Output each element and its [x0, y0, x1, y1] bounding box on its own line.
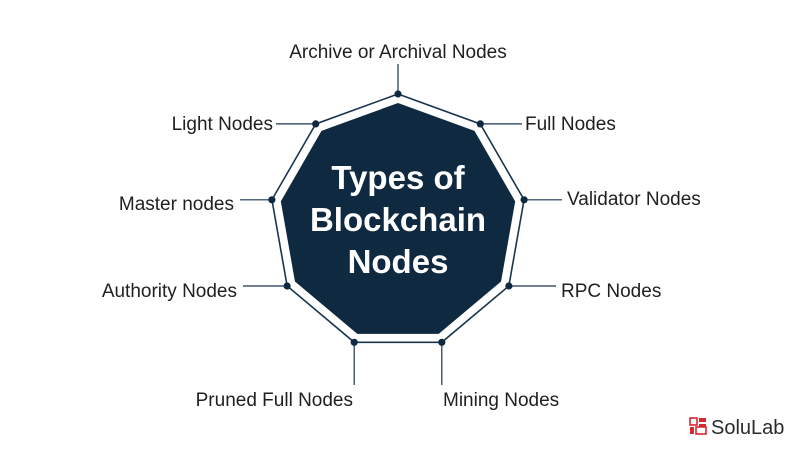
solulab-logo-icon — [689, 417, 707, 435]
diagram-title-line-3: Nodes — [348, 243, 449, 280]
diagram-title-line-1: Types of — [331, 159, 465, 196]
node-label-full: Full Nodes — [525, 114, 616, 135]
vertex-dot-full — [476, 120, 484, 128]
connectors — [240, 64, 562, 385]
vertex-dot-validator — [520, 196, 528, 204]
node-label-archive: Archive or Archival Nodes — [289, 42, 507, 63]
diagram-title-line-2: Blockchain — [310, 201, 486, 238]
brand-name: SoluLab — [711, 417, 784, 439]
node-label-light: Light Nodes — [172, 114, 273, 135]
node-label-authority: Authority Nodes — [102, 281, 237, 302]
node-label-master: Master nodes — [119, 194, 234, 215]
node-label-validator: Validator Nodes — [567, 189, 701, 210]
vertex-dot-rpc — [505, 282, 513, 290]
node-label-rpc: RPC Nodes — [561, 281, 661, 302]
vertex-dot-mining — [438, 338, 446, 346]
node-label-mining: Mining Nodes — [443, 390, 559, 411]
vertex-dot-archive — [394, 90, 402, 98]
nonagon-hub — [280, 103, 516, 334]
vertex-dot-pruned — [350, 338, 358, 346]
vertex-dot-master — [268, 196, 276, 204]
vertex-dots — [268, 90, 528, 346]
vertex-dot-authority — [283, 282, 291, 290]
node-label-pruned: Pruned Full Nodes — [196, 390, 353, 411]
vertex-dot-light — [312, 120, 320, 128]
